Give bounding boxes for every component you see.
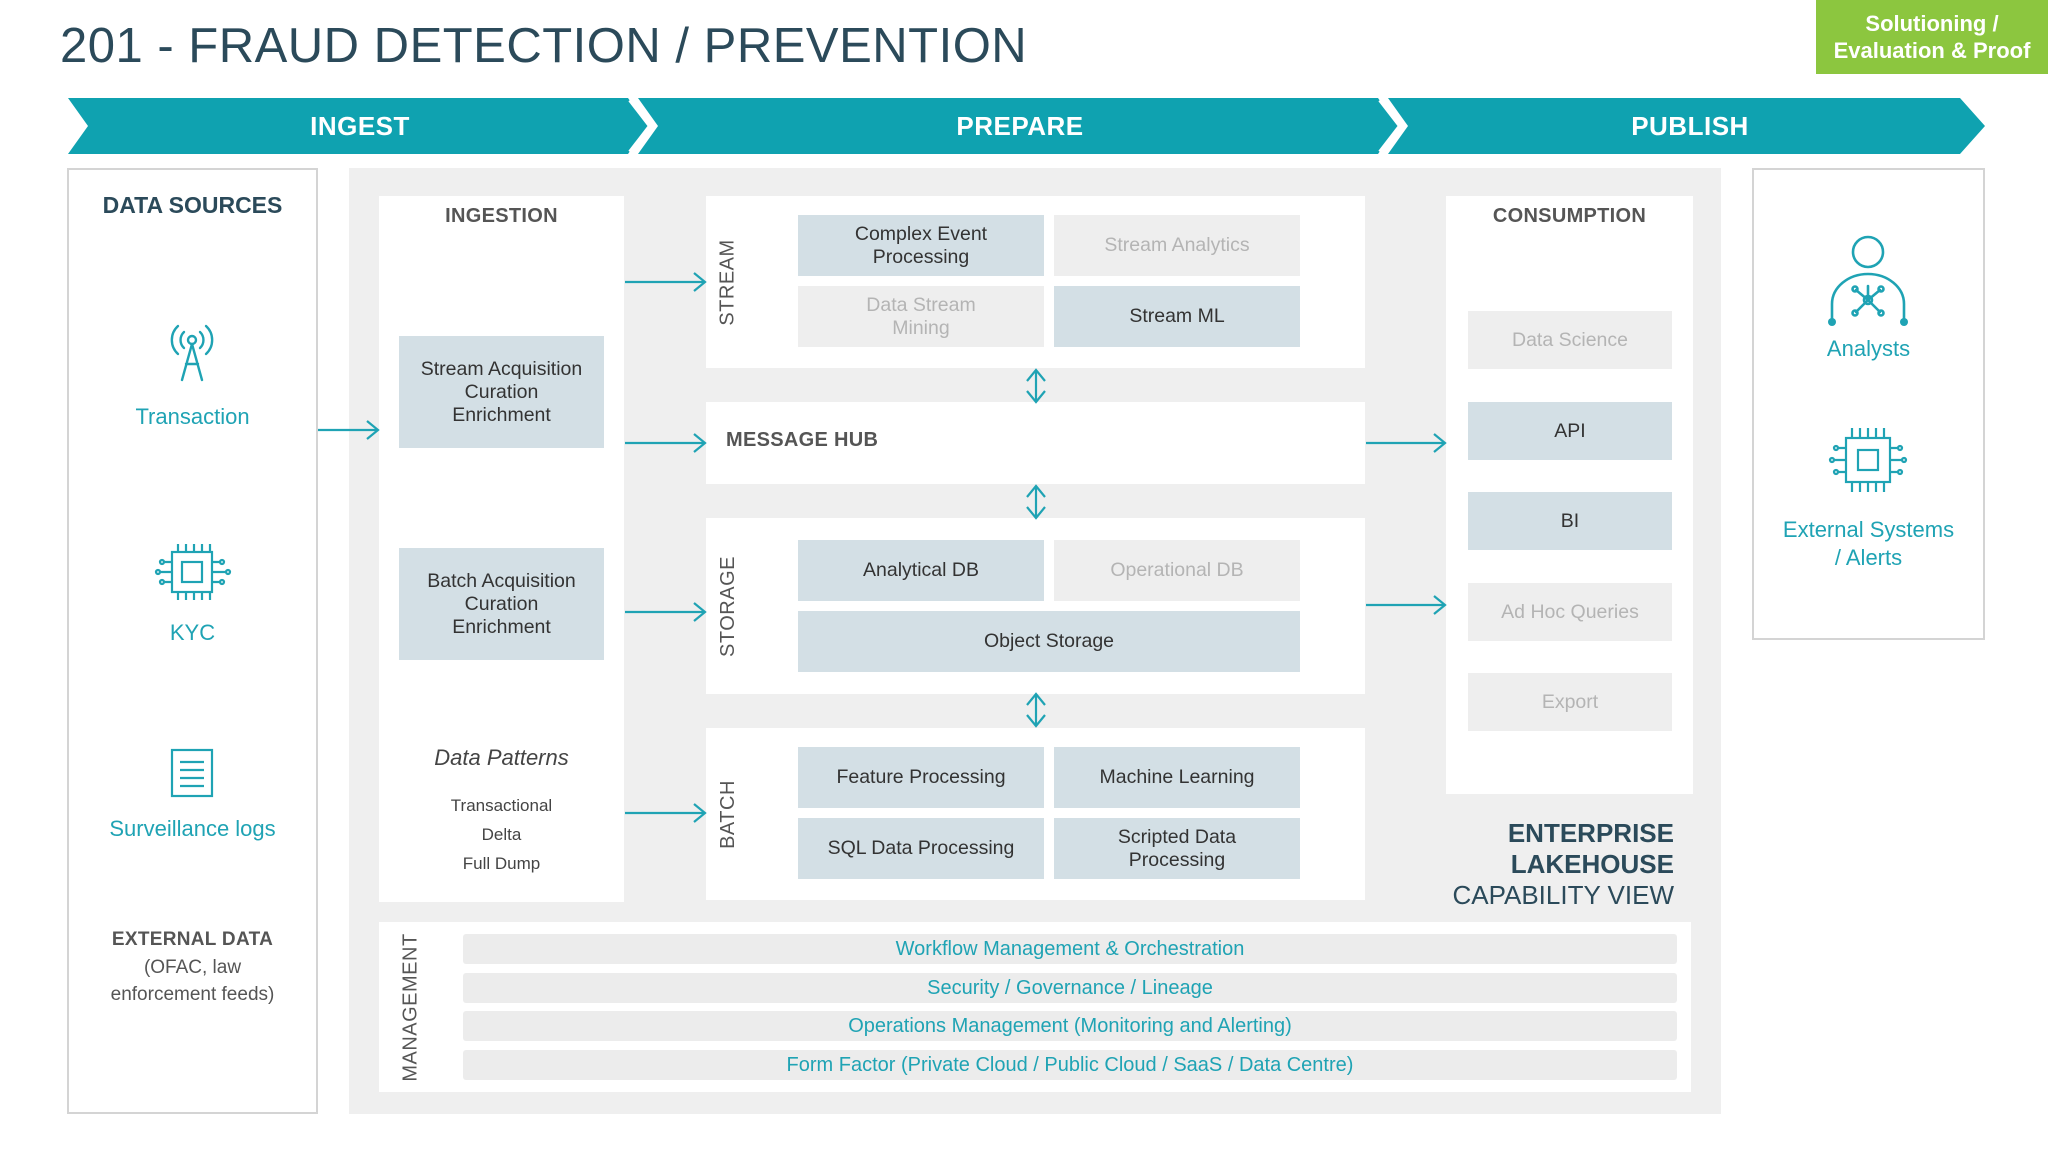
batch-label: BATCH (716, 779, 739, 849)
source-transaction: Transaction (135, 404, 250, 429)
stream-acquisition-line-1: Stream Acquisition (420, 357, 583, 380)
mgmt-operations: Operations Management (Monitoring and Al… (463, 1011, 1677, 1041)
stage-publish-chevron (1388, 98, 1985, 154)
scripted-data-processing-box: Scripted Data Processing (1054, 818, 1300, 879)
storage-label-wrap: STORAGE (706, 518, 750, 694)
chip-icon (154, 544, 232, 600)
document-icon (170, 748, 214, 798)
data-patterns-title: Data Patterns (434, 745, 569, 770)
operational-db-box: Operational DB (1054, 540, 1300, 601)
complex-event-processing-box: Complex Event Processing (798, 215, 1044, 276)
mgmt-form-factor: Form Factor (Private Cloud / Public Clou… (463, 1050, 1677, 1080)
stage-publish: PUBLISH (1631, 110, 1749, 141)
data-stream-mining-line-1: Data Stream (866, 293, 976, 316)
pattern-delta: Delta (481, 825, 522, 844)
stream-label: STREAM (716, 238, 739, 326)
feature-processing-label: Feature Processing (836, 766, 1006, 788)
antenna-icon (170, 324, 214, 382)
operational-db-label: Operational DB (1110, 559, 1244, 581)
outputs-panel (1752, 168, 1985, 640)
cep-line-2: Processing (872, 245, 970, 268)
ad-hoc-queries-label: Ad Hoc Queries (1501, 600, 1639, 623)
page-title: 201 - FRAUD DETECTION / PREVENTION (60, 19, 1028, 73)
sql-data-processing-label: SQL Data Processing (827, 837, 1015, 859)
source-surveillance-logs: Surveillance logs (109, 816, 276, 841)
data-sources-panel (67, 168, 318, 1114)
api-label: API (1554, 419, 1586, 442)
stage-ingest-chevron (68, 98, 648, 154)
stage-prepare-chevron (638, 98, 1398, 154)
object-storage-box: Object Storage (798, 611, 1300, 672)
scripted-data-line-1: Scripted Data (1117, 825, 1237, 848)
consumption-data-science: Data Science (1468, 311, 1672, 369)
consumption-api: API (1468, 402, 1672, 460)
machine-learning-box: Machine Learning (1054, 747, 1300, 808)
machine-learning-label: Machine Learning (1099, 766, 1255, 788)
consumption-export: Export (1468, 673, 1672, 731)
enterprise-line-2: LAKEHOUSE (1510, 849, 1674, 879)
data-stream-mining-box: Data Stream Mining (798, 286, 1044, 347)
consumption-ad-hoc-queries: Ad Hoc Queries (1468, 583, 1672, 641)
enterprise-lakehouse-label: ENTERPRISE LAKEHOUSE CAPABILITY VIEW (1380, 818, 1674, 911)
external-data-title: EXTERNAL DATA (111, 929, 274, 950)
external-data-line-3: enforcement feeds) (110, 984, 275, 1005)
object-storage-label: Object Storage (983, 630, 1115, 652)
output-external-systems: External Systems / Alerts (1752, 516, 1985, 572)
scripted-data-line-2: Processing (1128, 848, 1226, 871)
batch-label-wrap: BATCH (706, 728, 750, 900)
enterprise-line-1: ENTERPRISE (1507, 818, 1674, 848)
stream-analytics-box: Stream Analytics (1054, 215, 1300, 276)
stream-analytics-label: Stream Analytics (1104, 234, 1250, 256)
pattern-transactional: Transactional (450, 796, 553, 815)
bi-label: BI (1560, 509, 1580, 532)
external-systems-line-1: External Systems (1782, 517, 1955, 542)
ingestion-heading: INGESTION (445, 204, 558, 227)
mgmt-security: Security / Governance / Lineage (463, 973, 1677, 1003)
enterprise-line-3: CAPABILITY VIEW (1452, 880, 1674, 910)
sql-data-processing-box: SQL Data Processing (798, 818, 1044, 879)
batch-acquisition-line-1: Batch Acquisition (427, 569, 576, 592)
analytical-db-box: Analytical DB (798, 540, 1044, 601)
cep-line-1: Complex Event (854, 222, 988, 245)
consumption-heading: CONSUMPTION (1492, 204, 1647, 227)
solutioning-badge: Solutioning / Evaluation & Proof (1816, 0, 2048, 74)
stream-acquisition-box: Stream Acquisition Curation Enrichment (399, 336, 604, 448)
batch-acquisition-line-3: Enrichment (452, 615, 551, 638)
export-label: Export (1541, 690, 1599, 713)
external-systems-chip-icon (1828, 428, 1908, 492)
message-hub-label: MESSAGE HUB (726, 429, 879, 451)
stream-label-wrap: STREAM (706, 196, 750, 368)
data-sources-heading: DATA SOURCES (102, 191, 283, 218)
feature-processing-box: Feature Processing (798, 747, 1044, 808)
stream-acquisition-line-3: Enrichment (452, 403, 551, 426)
consumption-bi: BI (1468, 492, 1672, 550)
storage-label: STORAGE (716, 555, 739, 657)
pattern-full-dump: Full Dump (462, 854, 541, 873)
stage-prepare: PREPARE (956, 110, 1084, 141)
management-label-wrap: MANAGEMENT (379, 922, 443, 1092)
stream-ml-label: Stream ML (1129, 305, 1225, 327)
mgmt-workflow: Workflow Management & Orchestration (463, 934, 1677, 964)
analytical-db-label: Analytical DB (863, 559, 979, 581)
source-kyc: KYC (169, 620, 216, 645)
batch-acquisition-box: Batch Acquisition Curation Enrichment (399, 548, 604, 660)
data-science-label: Data Science (1512, 328, 1628, 351)
stream-ml-box: Stream ML (1054, 286, 1300, 347)
message-hub-panel (706, 402, 1365, 484)
stream-acquisition-line-2: Curation (464, 380, 539, 403)
stage-band (68, 98, 1985, 154)
badge-line-2: Evaluation & Proof (1833, 38, 2031, 63)
external-systems-line-2: / Alerts (1834, 545, 1903, 570)
management-label: MANAGEMENT (399, 932, 422, 1082)
batch-acquisition-line-2: Curation (464, 592, 539, 615)
badge-line-1: Solutioning / (1865, 11, 1999, 36)
data-stream-mining-line-2: Mining (892, 316, 950, 339)
output-analysts: Analysts (1826, 336, 1911, 361)
stage-ingest: INGEST (310, 110, 410, 141)
external-data-line-2: (OFAC, law (143, 957, 242, 978)
analysts-icon (1828, 235, 1908, 326)
external-data: EXTERNAL DATA (OFAC, law enforcement fee… (67, 926, 318, 1008)
